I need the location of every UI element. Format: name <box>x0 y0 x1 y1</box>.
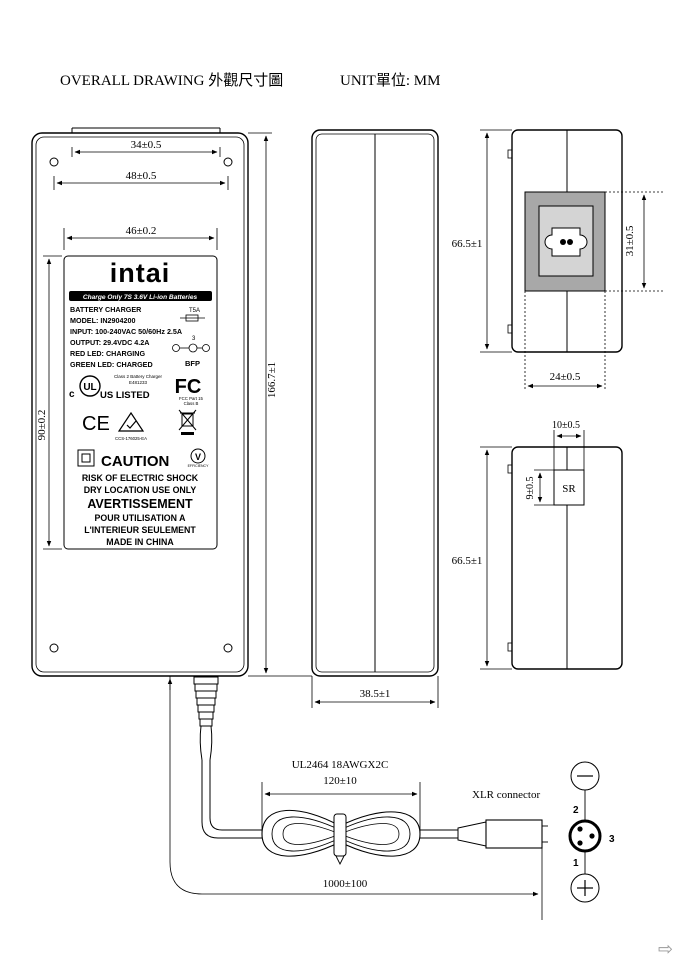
brand-logo: intai <box>110 258 171 288</box>
sr-label: SR <box>562 483 576 495</box>
product-label: intai Charge Only 7S 3.6V Li-ion Batteri… <box>63 255 218 550</box>
dim-sr-height: 9±0.5 <box>525 477 536 500</box>
pin-2-label: 2 <box>573 805 579 816</box>
dim-cable-coil: 120±10 <box>323 775 357 787</box>
dim-sr-offset: 10±0.5 <box>552 420 580 431</box>
pin-3 <box>589 833 595 839</box>
bfp-mark: BFP <box>185 359 200 368</box>
rcm-icon <box>117 411 145 432</box>
front-view: 34±0.5 48±0.5 46±0.2 90±0.2 intai Charge… <box>31 127 312 761</box>
dim-top-hole-span: 34±0.5 <box>131 139 162 151</box>
efficiency-label: EFFICIENCY <box>188 464 209 468</box>
label-line: RED LED: CHARGING <box>70 349 145 358</box>
fcc-class: Class B <box>184 401 199 406</box>
screw-hole <box>223 643 233 653</box>
efficiency-icon <box>190 448 206 464</box>
end-view-output: SR 10±0.5 9±0.5 66.5±1 <box>452 420 623 670</box>
made-in: MADE IN CHINA <box>106 537 174 547</box>
warning-line: RISK OF ELECTRIC SHOCK <box>82 473 199 483</box>
label-banner <box>69 291 212 301</box>
next-page-arrow-icon[interactable]: ⇨ <box>658 939 673 959</box>
label-line: MODEL: IN2904200 <box>70 316 136 325</box>
positive-terminal-icon <box>570 873 600 903</box>
polarity-pin: 3 <box>192 336 196 342</box>
polarity-icon <box>172 344 180 352</box>
efficiency-level: V <box>195 452 201 462</box>
label-line: INPUT: 100-240VAC 50/60Hz 2.5A <box>70 327 182 336</box>
xlr-socket-icon <box>568 819 602 853</box>
label-line: OUTPUT: 29.4VDC 4.2A <box>70 338 149 347</box>
end-view-input: 66.5±1 31±0.5 24±0.5 <box>452 129 665 390</box>
label-line: BATTERY CHARGER <box>70 305 142 314</box>
ce-mark: CE <box>82 413 110 435</box>
xlr-plug-body <box>485 819 543 849</box>
pin-3-label: 3 <box>609 834 615 845</box>
pin-1-label: 1 <box>573 858 579 869</box>
avertissement-text: AVERTISSEMENT <box>87 497 193 511</box>
ul-listed: US LISTED <box>100 390 150 401</box>
fcc-logo: FC <box>175 376 202 398</box>
ul-mark: UL <box>83 382 96 393</box>
weee-bin-icon <box>178 409 197 435</box>
pin-2 <box>577 826 583 832</box>
cable-tie <box>333 813 347 857</box>
strain-relief-box <box>553 469 585 506</box>
dim-label-height: 90±0.2 <box>36 410 48 441</box>
drawing-title: OVERALL DRAWING 外觀尺寸圖 <box>60 72 283 89</box>
body-inner-outline <box>35 136 245 673</box>
fuse-rating: T5A <box>189 308 200 314</box>
dim-label-width: 46±0.2 <box>126 225 157 237</box>
dim-body-length: 166.7±1 <box>266 362 278 398</box>
ul-icon <box>79 375 101 397</box>
side-view: 38.5±1 <box>311 129 439 708</box>
unit-label: UNIT單位: MM <box>340 72 440 89</box>
warning-line: DRY LOCATION USE ONLY <box>84 485 197 495</box>
ccs-number: CCS-176025-EA <box>115 436 147 441</box>
dim-socket-width: 24±0.5 <box>550 371 581 383</box>
xlr-pinout: XLR connector 2 3 1 <box>472 761 615 903</box>
label-line: GREEN LED: CHARGED <box>70 360 153 369</box>
dc-cable: UL2464 18AWGX2C 120±10 1000±100 <box>167 676 548 920</box>
fcc-part: FCC Part 15 <box>179 396 203 401</box>
label-banner-text: Charge Only 7S 3.6V Li-ion Batteries <box>83 294 198 301</box>
dim-cable-length: 1000±100 <box>323 878 368 890</box>
caution-text: CAUTION <box>101 453 169 470</box>
pin-1 <box>577 840 583 846</box>
ul-class: Class 2 Battery Charger <box>114 374 163 379</box>
ul-c: c <box>69 389 75 400</box>
screw-hole <box>49 643 59 653</box>
dim-end-height-bottom: 66.5±1 <box>452 555 483 567</box>
double-insulation-icon <box>77 449 95 467</box>
screw-hole <box>49 157 59 167</box>
ul-file: E481233 <box>129 380 148 385</box>
dim-hole-span: 48±0.5 <box>126 170 157 182</box>
screw-hole <box>223 157 233 167</box>
xlr-title: XLR connector <box>472 789 540 801</box>
body-outline <box>31 132 249 677</box>
dim-socket-height: 31±0.5 <box>624 225 636 256</box>
dim-body-thickness: 38.5±1 <box>360 688 391 700</box>
cable-strain-relief <box>193 676 219 761</box>
french-line: L'INTERIEUR SEULEMENT <box>84 525 196 535</box>
dim-end-height-top: 66.5±1 <box>452 238 483 250</box>
cable-spec: UL2464 18AWGX2C <box>292 759 389 771</box>
french-line: POUR UTILISATION A <box>95 513 187 523</box>
